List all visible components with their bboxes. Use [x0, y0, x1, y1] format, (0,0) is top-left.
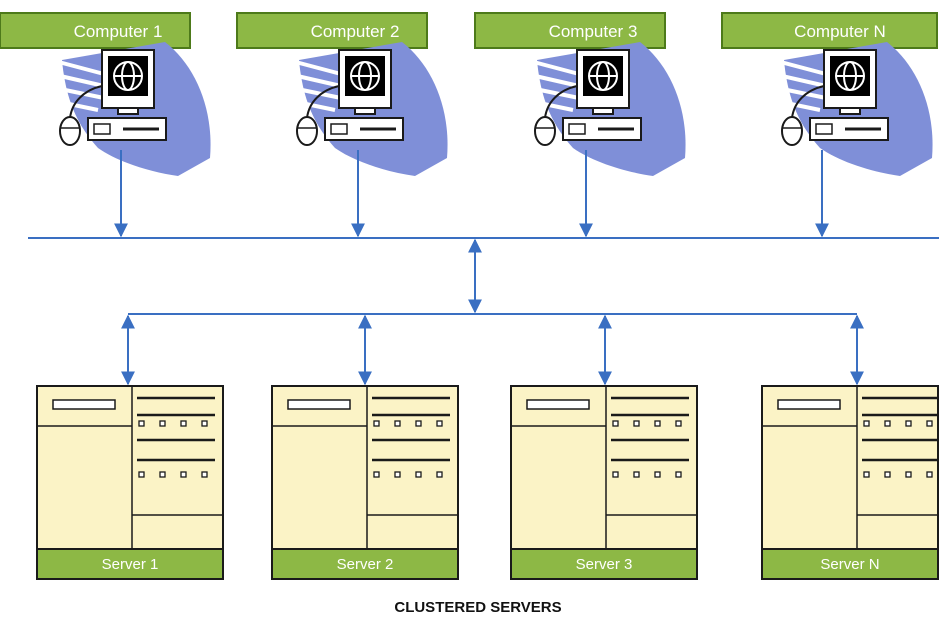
mouse	[296, 116, 318, 146]
computer-glow-rays	[270, 54, 342, 112]
computer-glow-rays	[508, 54, 580, 112]
server-cabinet	[510, 385, 698, 550]
monitor-stand	[117, 107, 139, 115]
server-cabinet	[761, 385, 939, 550]
computer-label: Computer 2	[311, 22, 400, 41]
computer-glow-rays	[33, 54, 105, 112]
server-indicator-lights	[612, 420, 682, 478]
computer-label: Computer 1	[74, 22, 163, 41]
computer-3: Computer 3	[474, 12, 686, 176]
server-cabinet	[271, 385, 459, 550]
monitor-stand	[592, 107, 614, 115]
mouse-cable	[544, 85, 578, 119]
computer-label: Computer 3	[549, 22, 638, 41]
keyboard-keys	[93, 123, 111, 135]
keyboard-keys	[330, 123, 348, 135]
mouse	[59, 116, 81, 146]
computer-label-box	[0, 12, 191, 49]
computer-n: Computer N	[721, 12, 938, 176]
mouse-cable	[306, 85, 340, 119]
server-2: Server 2	[271, 385, 459, 580]
mouse	[781, 116, 803, 146]
computer-1: Computer 1	[0, 12, 211, 176]
server-label: Server 1	[102, 556, 159, 573]
drive-slot	[526, 399, 590, 410]
computer-label-box	[236, 12, 428, 49]
mouse-cable	[69, 85, 103, 119]
server-label-box	[761, 548, 939, 580]
globe-icon	[835, 61, 865, 91]
network	[28, 150, 939, 386]
server-indicator-lights	[373, 420, 443, 478]
computer-glow-rays	[755, 54, 827, 112]
globe-icon	[588, 61, 618, 91]
server-indicator-lights	[863, 420, 933, 478]
server-label: Server 2	[337, 556, 394, 573]
drive-slot	[287, 399, 351, 410]
computer-label-box	[721, 12, 938, 49]
globe-icon	[113, 61, 143, 91]
server-rack-lines	[137, 396, 215, 462]
monitor-stand	[839, 107, 861, 115]
mouse-cable	[791, 85, 825, 119]
server-label: Server N	[820, 556, 879, 573]
diagram-caption: CLUSTERED SERVERS	[394, 599, 561, 616]
server-n: Server N	[761, 385, 939, 580]
keyboard-keys	[815, 123, 833, 135]
mouse	[534, 116, 556, 146]
server-indicator-lights	[138, 420, 208, 478]
server-label: Server 3	[576, 556, 633, 573]
computer-label: Computer N	[794, 22, 886, 41]
server-label-box	[510, 548, 698, 580]
computer-label-box	[474, 12, 666, 49]
server-rack-lines	[862, 396, 938, 462]
server-rack-lines	[611, 396, 689, 462]
server-1: Server 1	[36, 385, 224, 580]
server-label-box	[36, 548, 224, 580]
drive-slot	[777, 399, 841, 410]
server-3: Server 3	[510, 385, 698, 580]
server-cabinet	[36, 385, 224, 550]
monitor-stand	[354, 107, 376, 115]
server-label-box	[271, 548, 459, 580]
keyboard-keys	[568, 123, 586, 135]
globe-icon	[350, 61, 380, 91]
computer-2: Computer 2	[236, 12, 448, 176]
server-rack-lines	[372, 396, 450, 462]
drive-slot	[52, 399, 116, 410]
